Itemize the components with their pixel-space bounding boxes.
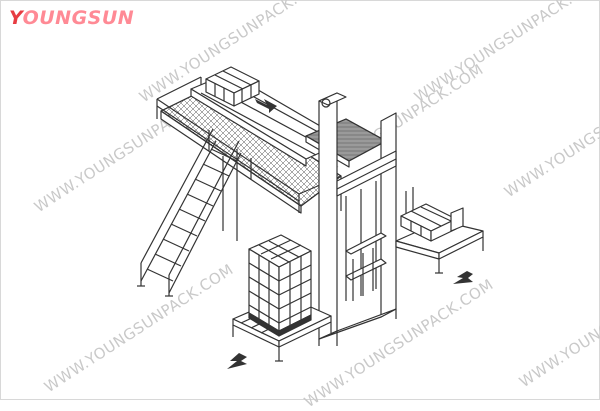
support-feet [137,272,443,362]
walkway-platform [156,76,342,214]
brand-logo-initial: Y [9,7,23,29]
carton-infeed-conveyor [395,187,484,273]
lifting-carriage [345,232,387,301]
direction-arrow-icon [453,271,473,284]
pallet-load [248,234,312,337]
direction-arrow-icon [255,99,277,113]
carton-stack-top [205,66,260,107]
brand-logo-rest: OUNGSUN [22,7,135,29]
direction-arrow-icon [227,353,247,369]
machine-drawing [137,66,484,369]
brand-logo: YOUNGSUN [9,7,134,29]
staircase [140,128,242,296]
main-frame [318,92,397,346]
